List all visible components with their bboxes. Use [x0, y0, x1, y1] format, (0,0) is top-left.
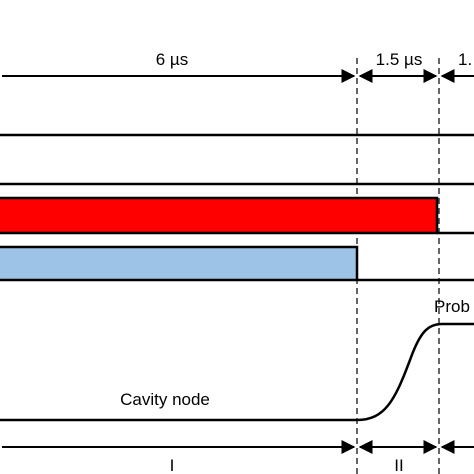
probe-label: Prob — [434, 297, 470, 316]
blue-pulse — [0, 245, 359, 282]
phase-label-2: II — [394, 456, 403, 474]
red-pulse — [0, 196, 439, 235]
cavity-node-label: Cavity node — [120, 390, 210, 409]
duration-label-phase2: 1.5 µs — [376, 50, 423, 69]
cavity-probe-curve — [0, 322, 474, 422]
phase-label-1: I — [170, 456, 175, 474]
duration-label-phase3: 1. — [458, 50, 472, 69]
duration-label-phase1: 6 µs — [156, 50, 188, 69]
